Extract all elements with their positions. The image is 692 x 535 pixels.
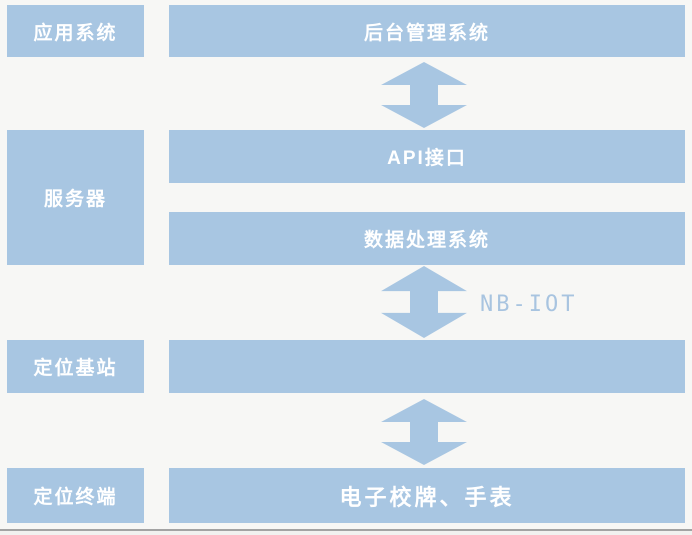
left-label-positioning-terminal-text: 定位终端 — [33, 487, 118, 508]
left-label-positioning-terminal: 定位终端 — [7, 468, 144, 523]
nb-iot-annotation: NB-IOT — [480, 292, 578, 317]
box-electronic-badge-watch: 电子校牌、手表 — [169, 468, 685, 523]
box-api-interface-text: API接口 — [387, 148, 467, 169]
box-data-processing-system-text: 数据处理系统 — [363, 230, 490, 251]
box-backend-management-system-text: 后台管理系统 — [363, 22, 490, 44]
left-label-positioning-base-station-text: 定位基站 — [33, 358, 118, 379]
bottom-strip — [0, 531, 692, 535]
box-api-interface: API接口 — [169, 130, 685, 183]
left-label-positioning-base-station: 定位基站 — [7, 340, 144, 393]
box-base-station-empty — [169, 340, 685, 393]
left-label-application-system-text: 应用系统 — [33, 22, 118, 44]
box-electronic-badge-watch-text: 电子校牌、手表 — [339, 484, 515, 510]
bottom-divider — [0, 529, 692, 531]
left-label-application-system: 应用系统 — [7, 5, 144, 57]
double-arrow-icon — [381, 399, 467, 465]
double-arrow-icon — [381, 266, 467, 338]
left-label-server: 服务器 — [7, 130, 144, 265]
box-backend-management-system: 后台管理系统 — [169, 5, 685, 57]
left-label-server-text: 服务器 — [43, 189, 107, 210]
box-data-processing-system: 数据处理系统 — [169, 212, 685, 265]
double-arrow-icon — [381, 62, 467, 128]
